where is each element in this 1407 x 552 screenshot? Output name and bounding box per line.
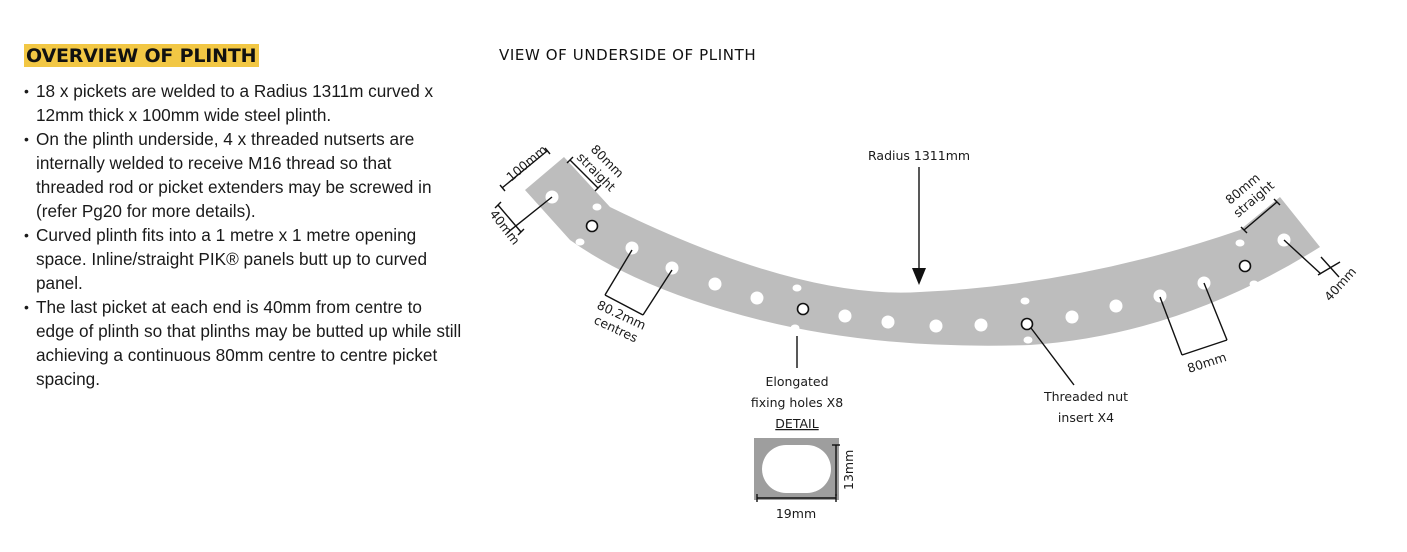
- nut-inserts: [585, 219, 1252, 331]
- bullet-item: Curved plinth fits into a 1 metre x 1 me…: [24, 223, 464, 295]
- bullet-item: 18 x pickets are welded to a Radius 1311…: [24, 79, 464, 127]
- dim-tick: [1317, 261, 1341, 276]
- leader-line: [506, 196, 553, 234]
- fixing-hole: [1023, 336, 1033, 344]
- bullet-item: The last picket at each end is 40mm from…: [24, 295, 464, 391]
- overview-title: OVERVIEW OF PLINTH: [26, 45, 257, 67]
- leader-line: [1203, 282, 1228, 341]
- nut-insert: [1020, 317, 1034, 331]
- nut-insert: [585, 219, 599, 233]
- label-detail: DETAIL: [775, 416, 818, 431]
- picket-hole: [1153, 289, 1167, 303]
- picket-hole: [708, 277, 722, 291]
- label-13mm: 13mm: [841, 450, 856, 490]
- overview-panel: OVERVIEW OF PLINTH 18 x pickets are weld…: [24, 44, 464, 391]
- detail-elongated-hole: 19mm 13mm: [754, 438, 856, 521]
- leader-line: [1283, 239, 1322, 275]
- leader-line: [1159, 296, 1183, 356]
- picket-hole: [929, 319, 943, 333]
- dim-line-80-2mm: [604, 294, 644, 316]
- picket-hole: [881, 315, 895, 329]
- fixing-hole: [1249, 280, 1259, 288]
- picket-hole: [838, 309, 852, 323]
- label-19mm: 19mm: [776, 506, 816, 521]
- fixing-hole: [792, 284, 802, 292]
- label-insert-x4: insert X4: [1058, 410, 1114, 425]
- leader-line: [604, 249, 633, 296]
- leader-line: [642, 269, 673, 316]
- radius-arrowhead-icon: [912, 268, 926, 285]
- label-radius: Radius 1311mm: [868, 148, 970, 163]
- dim-line-80mm: [1181, 339, 1228, 356]
- fixing-hole: [592, 203, 602, 211]
- label-threaded-nut: Threaded nut: [1043, 389, 1128, 404]
- plinth-shape: [525, 157, 1320, 346]
- dim-tick: [1273, 198, 1281, 206]
- picket-hole: [1065, 310, 1079, 324]
- fixing-hole: [790, 324, 800, 332]
- dim-line-80mm-straight-right: [1243, 201, 1278, 231]
- fixing-holes: [575, 203, 1259, 344]
- label-80mm-spacing: 80mm: [1185, 349, 1228, 376]
- dim-tick: [517, 228, 525, 236]
- fixing-hole: [1235, 239, 1245, 247]
- view-title: VIEW OF UNDERSIDE OF PLINTH: [499, 46, 757, 64]
- dim-tick: [594, 184, 602, 192]
- dim-line-100mm: [501, 150, 548, 189]
- dim-tick: [1240, 226, 1248, 234]
- dim-line-40mm-right: [1320, 256, 1340, 278]
- picket-hole: [974, 318, 988, 332]
- nut-insert: [1238, 259, 1252, 273]
- fixing-hole: [575, 238, 585, 246]
- nut-insert: [796, 302, 810, 316]
- label-elongated: Elongated: [765, 374, 828, 389]
- dim-line-80mm-straight-left: [569, 159, 599, 189]
- detail-hole: [762, 445, 831, 493]
- fixing-hole: [1020, 297, 1030, 305]
- picket-hole: [665, 261, 679, 275]
- dim-tick: [499, 184, 506, 192]
- bullet-item: On the plinth underside, 4 x threaded nu…: [24, 127, 464, 223]
- leader-line: [1030, 327, 1075, 386]
- picket-hole: [1109, 299, 1123, 313]
- label-fixing-holes: fixing holes X8: [751, 395, 843, 410]
- picket-hole: [625, 241, 639, 255]
- dim-tick: [544, 147, 551, 155]
- overview-bullets: 18 x pickets are welded to a Radius 1311…: [24, 79, 464, 391]
- dim-tick: [494, 201, 502, 209]
- overview-title-highlight: OVERVIEW OF PLINTH: [24, 44, 260, 67]
- picket-hole: [750, 291, 764, 305]
- dim-tick: [566, 156, 574, 164]
- dim-line-40mm-left: [497, 204, 522, 233]
